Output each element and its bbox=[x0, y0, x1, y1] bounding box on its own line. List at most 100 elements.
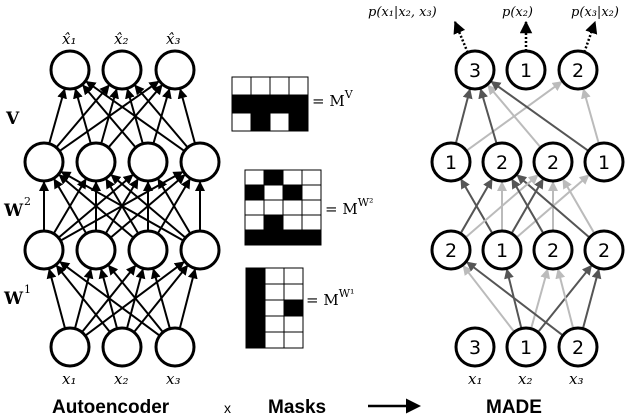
mask-mw2-cell bbox=[244, 184, 265, 201]
mask-label-mw1: = MW¹ bbox=[306, 287, 354, 309]
ae-hidden1-node-3 bbox=[127, 229, 169, 271]
ae-hidden2-node-3 bbox=[127, 141, 169, 183]
ae-edge-w2-2-0 bbox=[58, 174, 135, 239]
ae-output-node-1 bbox=[49, 49, 91, 91]
made-input-label-x3: x₃ bbox=[569, 370, 583, 388]
ae-edge-v-3-1 bbox=[134, 84, 189, 149]
mask-mv-cell bbox=[231, 94, 252, 114]
made-edge-h2-out-0 bbox=[454, 88, 473, 144]
caption-times: x bbox=[224, 400, 231, 416]
made-output-arrow-1 bbox=[453, 20, 469, 53]
mask-mw1-cell bbox=[264, 315, 285, 333]
mask-mv-cell bbox=[231, 76, 252, 96]
mask-mv-cell bbox=[269, 94, 290, 114]
ae-edge-v-1-0 bbox=[73, 88, 92, 144]
made-hidden1-node-4-number: 2 bbox=[598, 240, 610, 262]
ae-edge-w1-0-0 bbox=[46, 268, 67, 329]
autoencoder-network: x̂₁ x̂₂ x̂₃ x₁ x₂ x₃ V W 2 W 1 bbox=[3, 30, 221, 388]
made-hidden1-node-2-number: 1 bbox=[496, 240, 508, 262]
mask-mw1-cell bbox=[245, 331, 266, 349]
weight-label-v: V bbox=[5, 109, 20, 129]
mask-mw1-cell bbox=[245, 267, 266, 285]
made-output-node-1-number: 3 bbox=[469, 60, 481, 82]
made-output-node-3-number: 2 bbox=[572, 60, 584, 82]
ae-edge-v-0-0 bbox=[48, 88, 67, 144]
mask-grid-mv bbox=[231, 76, 309, 132]
mask-mw1-cell bbox=[283, 299, 304, 317]
mask-label-mw2: = MW² bbox=[325, 196, 373, 218]
made-hidden2-node-3-number: 2 bbox=[547, 152, 559, 174]
autoencoder-nodes bbox=[23, 49, 221, 368]
weight-label-w1: W bbox=[3, 289, 24, 309]
mask-mw2-cell bbox=[263, 184, 284, 201]
mask-mw2-cell bbox=[244, 214, 265, 231]
made-hidden2-node-2 bbox=[481, 141, 523, 183]
mask-mw2-cell bbox=[301, 199, 322, 216]
mask-mw1-cell bbox=[283, 283, 304, 301]
mask-mv-cell bbox=[288, 76, 309, 96]
mask-mw2-cell bbox=[263, 214, 284, 231]
ae-edge-w2-3-1 bbox=[110, 174, 187, 239]
made-edge-in-h1-0 bbox=[462, 265, 516, 333]
input-label-x3: x₃ bbox=[166, 370, 180, 388]
ae-edge-w2-3-0 bbox=[60, 170, 184, 242]
made-hidden2-node-4 bbox=[583, 141, 625, 183]
made-output-prob-1: p(x₁|x₂, x₃) bbox=[368, 5, 437, 20]
made-hidden2-node-3 bbox=[532, 141, 574, 183]
mask-mv-cell bbox=[231, 112, 252, 132]
ae-edge-w1-1-0 bbox=[55, 264, 111, 333]
mask-mw2-cell bbox=[244, 229, 265, 246]
caption-made: MADE bbox=[486, 397, 542, 418]
made-edge-h1-h2-8 bbox=[511, 178, 545, 235]
weight-label-w1-sup: 1 bbox=[24, 283, 31, 296]
ae-output-node-3 bbox=[154, 49, 196, 91]
made-edge-in-h1-4 bbox=[466, 261, 564, 337]
made-output-arrow-3 bbox=[583, 20, 598, 53]
caption-autoencoder: Autoencoder bbox=[52, 397, 170, 418]
mask-mw2-cell bbox=[282, 199, 303, 216]
ae-edge-w1-2-2 bbox=[150, 268, 171, 329]
mask-mw1-cell bbox=[283, 331, 304, 349]
mask-mv-cell bbox=[250, 76, 271, 96]
made-output-node-3 bbox=[557, 49, 599, 91]
ae-hidden1-node-2 bbox=[75, 229, 117, 271]
input-label-x1: x₁ bbox=[62, 370, 76, 388]
captions: Autoencoder x Masks MADE bbox=[52, 397, 542, 418]
ae-input-node-2 bbox=[101, 326, 143, 368]
output-label-x3hat: x̂₃ bbox=[166, 30, 180, 48]
output-label-x2hat: x̂₂ bbox=[114, 30, 128, 48]
made-hidden1-node-4 bbox=[583, 229, 625, 271]
ae-edge-v-3-2 bbox=[177, 88, 196, 144]
mask-mv-cell bbox=[250, 112, 271, 132]
mask-mw1-cell bbox=[264, 283, 285, 301]
made-output-prob-2: p(x₂) bbox=[502, 5, 533, 20]
made-input-label-x1: x₁ bbox=[468, 370, 482, 388]
ae-output-node-2 bbox=[101, 49, 143, 91]
mask-mw1-cell bbox=[283, 267, 304, 285]
made-input-node-2 bbox=[505, 326, 547, 368]
made-hidden1-node-3-number: 2 bbox=[547, 240, 559, 262]
made-hidden2-node-2-number: 2 bbox=[496, 152, 508, 174]
made-hidden2-node-4-number: 1 bbox=[598, 152, 610, 174]
mask-mw2-cell bbox=[301, 214, 322, 231]
mask-mw2-cell bbox=[282, 229, 303, 246]
caption-masks: Masks bbox=[268, 397, 326, 418]
ae-edge-w2-1-0 bbox=[53, 178, 88, 235]
mask-mw2-cell bbox=[244, 169, 265, 186]
made-edge-h1-h2-9 bbox=[562, 178, 596, 235]
mask-mw1-cell bbox=[245, 299, 266, 317]
made-edge-in-h1-2 bbox=[530, 268, 551, 329]
mask-mv-cell bbox=[269, 112, 290, 132]
weight-label-w2-sup: 2 bbox=[24, 195, 31, 208]
output-label-x1hat: x̂₁ bbox=[62, 30, 76, 48]
mask-mv-cell bbox=[288, 112, 309, 132]
mask-mv-cell bbox=[288, 94, 309, 114]
mask-mw1-cell bbox=[264, 267, 285, 285]
made-edge-h2-out-5 bbox=[581, 88, 600, 144]
made-input-node-3 bbox=[557, 326, 599, 368]
ae-edge-w1-2-0 bbox=[59, 261, 161, 337]
input-label-x2: x₂ bbox=[114, 370, 128, 388]
made-edge-h2-out-4 bbox=[490, 80, 590, 152]
